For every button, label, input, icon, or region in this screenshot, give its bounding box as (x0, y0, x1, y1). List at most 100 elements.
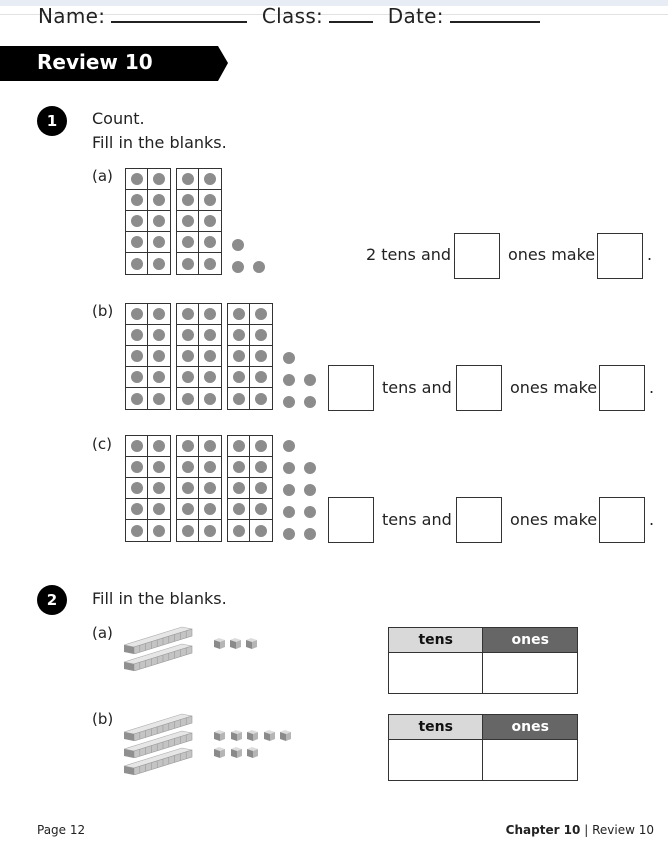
loose-counter (283, 374, 295, 386)
counter (204, 350, 216, 362)
loose-counter (253, 261, 265, 273)
ten-frame-cell (126, 346, 148, 367)
loose-counter (304, 396, 316, 408)
ten-frame-cell (250, 346, 272, 367)
ten-frame (227, 435, 273, 542)
counter (181, 215, 194, 227)
ten-frame-cell (177, 325, 199, 346)
q2-part-a-label: (a) (92, 624, 113, 642)
loose-counter (283, 506, 295, 518)
ten-frame-cell (228, 520, 250, 541)
counter (153, 440, 165, 452)
counter (204, 461, 216, 473)
section-label: Review 10 (592, 823, 654, 837)
q1a-total-blank[interactable] (597, 233, 643, 279)
q1-part-c-label: (c) (92, 435, 112, 453)
loose-counter (283, 484, 295, 496)
counter (204, 440, 216, 452)
ten-frame (125, 435, 171, 542)
chapter-reference: Chapter 10 | Review 10 (506, 823, 654, 837)
viewer-top-bar (0, 0, 668, 6)
q1c-tens-blank[interactable] (328, 497, 374, 543)
ten-frame-cell (250, 436, 272, 457)
counter (153, 194, 165, 206)
counter (153, 371, 165, 383)
counter (255, 482, 267, 494)
counter (130, 308, 143, 320)
counter (130, 194, 143, 206)
q2-instruction: Fill in the blanks. (92, 589, 227, 608)
ten-frame-cell (199, 346, 221, 367)
q1a-prefix: 2 tens and (366, 245, 452, 264)
counter (255, 524, 267, 537)
q2b-tens-answer[interactable] (387, 739, 484, 781)
q1b-tens-blank[interactable] (328, 365, 374, 411)
ten-frame-cell (199, 436, 221, 457)
q2a-tens-answer[interactable] (387, 652, 484, 694)
counter (232, 392, 245, 405)
q1c-period: . (649, 510, 655, 529)
q2a-ones-answer[interactable] (482, 652, 578, 694)
counter (181, 371, 194, 383)
tens-rod-icon (123, 730, 193, 758)
counter (255, 350, 267, 362)
ten-frame-cell (228, 436, 250, 457)
ten-frame (227, 303, 273, 410)
ten-frame-cell (228, 346, 250, 367)
ten-frame-cell (126, 388, 148, 409)
counter (232, 371, 245, 383)
ten-frame (176, 303, 222, 410)
ten-frame-cell (148, 457, 170, 478)
counter (153, 257, 165, 270)
loose-counter (283, 396, 295, 408)
q2b-ones-answer[interactable] (482, 739, 578, 781)
footer-separator: | (584, 823, 589, 837)
tens-header: tens (387, 627, 484, 653)
q1c-total-blank[interactable] (599, 497, 645, 543)
counter (130, 215, 143, 227)
ten-frame-cell (126, 253, 148, 274)
ten-frame-cell (148, 367, 170, 388)
q1b-total-blank[interactable] (599, 365, 645, 411)
counter (204, 329, 216, 341)
class-label: Class: (261, 4, 324, 24)
ten-frame-cell (148, 499, 170, 520)
ten-frame-cell (199, 457, 221, 478)
ten-frame-cell (177, 232, 199, 253)
name-blank[interactable] (111, 20, 248, 23)
unit-cube-icon (230, 730, 242, 741)
counter (153, 215, 165, 227)
q1a-ones-blank[interactable] (454, 233, 500, 279)
ten-frame-cell (250, 520, 272, 541)
counter (130, 236, 143, 248)
q1-part-b-label: (b) (92, 302, 114, 320)
q1b-ones-blank[interactable] (456, 365, 502, 411)
q1c-ones-blank[interactable] (456, 497, 502, 543)
ten-frame-cell (228, 388, 250, 409)
unit-cube-icon (247, 730, 258, 741)
ten-frame-cell (250, 457, 272, 478)
ten-frame-cell (148, 304, 170, 325)
date-blank[interactable] (449, 20, 540, 23)
ten-frame-cell (250, 325, 272, 346)
counter (232, 350, 245, 362)
ten-frame-cell (199, 499, 221, 520)
counter (232, 440, 245, 452)
counter (181, 524, 194, 537)
ten-frame-cell (199, 367, 221, 388)
counter (181, 236, 194, 248)
counter (181, 194, 194, 206)
ten-frame-cell (148, 211, 170, 232)
tens-rod-icon (123, 643, 193, 671)
counter (255, 461, 267, 473)
q1b-middle-1: tens and (382, 378, 452, 397)
ten-frame-cell (177, 169, 199, 190)
ten-frame-cell (250, 499, 272, 520)
ten-frame-cell (228, 304, 250, 325)
unit-cube-icon (214, 638, 225, 649)
class-blank[interactable] (329, 20, 374, 23)
counter (130, 257, 143, 270)
ten-frame-cell (199, 478, 221, 499)
counter (153, 350, 165, 362)
loose-counter (304, 506, 316, 518)
